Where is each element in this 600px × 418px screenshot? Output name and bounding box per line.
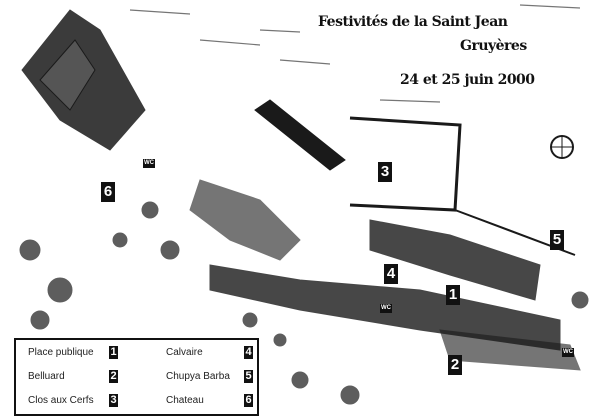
marker-calvaire[interactable]: 4 (384, 264, 398, 284)
legend-number: 1 (109, 346, 118, 359)
legend-number: 6 (244, 394, 253, 407)
legend-label: Calvaire (166, 347, 203, 358)
legend-label: Chupya Barba (166, 371, 230, 382)
title-dates: 24 et 25 juin 2000 (400, 72, 535, 88)
marker-chateau[interactable]: 6 (101, 182, 115, 202)
wc-icon: WC (143, 159, 155, 168)
legend-label: Place publique (28, 347, 94, 358)
legend-number: 3 (109, 394, 118, 407)
marker-chupya-barba[interactable]: 5 (550, 230, 564, 250)
title-line1: Festivités de la Saint Jean (318, 14, 508, 30)
map-legend: Place publique 1 Belluard 2 Clos aux Cer… (14, 338, 259, 416)
legend-number: 4 (244, 346, 253, 359)
wc-icon: WC (562, 348, 574, 357)
wc-icon: WC (380, 304, 392, 313)
legend-label: Clos aux Cerfs (28, 395, 94, 406)
house-row-north (369, 219, 541, 301)
legend-number: 5 (244, 370, 253, 383)
town-wall (349, 116, 462, 212)
legend-number: 2 (109, 370, 118, 383)
marker-place-publique[interactable]: 1 (446, 285, 460, 305)
title-line2: Gruyères (460, 38, 527, 54)
church (254, 99, 346, 171)
legend-label: Chateau (166, 395, 204, 406)
marker-belluard[interactable]: 2 (448, 355, 462, 375)
legend-label: Belluard (28, 371, 65, 382)
marker-clos-aux-cerfs[interactable]: 3 (378, 162, 392, 182)
